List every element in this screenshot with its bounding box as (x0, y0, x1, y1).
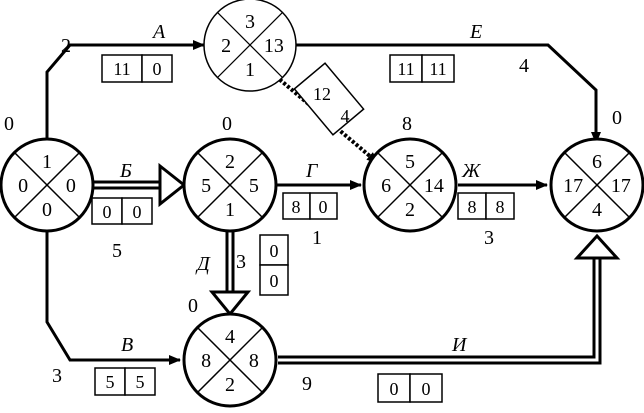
activity-duration-i: 9 (302, 373, 312, 395)
event-right-value: 0 (66, 175, 76, 197)
box-zh: 8 8 (457, 192, 515, 220)
edge-a (45, 40, 205, 142)
event-bottom-value: 2 (405, 199, 415, 221)
event-node-3: 3 12 13 (203, 0, 297, 92)
event-node-5: 5 26 14 8 (362, 113, 458, 233)
box-e-total: 11 (429, 59, 446, 79)
box-g-free: 8 (292, 197, 301, 217)
event-divider (196, 151, 264, 219)
event-top-value: 5 (405, 151, 415, 173)
edge-d-head (208, 290, 252, 317)
event-left-value: 8 (201, 350, 211, 372)
box-g: 8 0 (282, 192, 338, 220)
activity-label-g: Г (305, 160, 319, 182)
event-divider (217, 12, 283, 78)
event-bottom-value: 2 (225, 374, 235, 396)
box-v-free: 5 (106, 372, 115, 392)
event-reserve-value: 0 (188, 295, 198, 317)
event-divider (13, 151, 81, 219)
activity-duration-e: 4 (519, 55, 529, 77)
activity-duration-d: 3 (236, 251, 246, 273)
box-d-free: 0 (270, 241, 279, 261)
activity-duration-v: 3 (52, 365, 62, 387)
edge-e (296, 43, 601, 144)
box-i: 0 0 (377, 373, 443, 403)
event-node-6: 6 4 17 17 0 (549, 107, 644, 233)
box-d-total: 0 (270, 271, 279, 291)
box-dummy-total: 4 (341, 106, 350, 126)
box-a-free: 11 (113, 59, 130, 79)
edge-i-head (573, 233, 621, 260)
event-bottom-value: 1 (225, 199, 235, 221)
event-right-value: 17 (611, 175, 631, 197)
activity-label-e: Е (469, 21, 482, 43)
event-node-4: 4 28 8 0 (182, 295, 278, 408)
box-b-total: 0 (133, 202, 142, 222)
edge-v (45, 231, 181, 365)
box-i-total: 0 (422, 379, 431, 399)
event-top-value: 1 (42, 151, 52, 173)
edge-dummy (270, 71, 380, 165)
event-right-value: 14 (424, 175, 444, 197)
event-divider (196, 326, 264, 394)
event-top-value: 2 (225, 151, 235, 173)
box-i-free: 0 (390, 379, 399, 399)
box-g-total: 0 (319, 197, 328, 217)
box-v-total: 5 (136, 372, 145, 392)
event-reserve-value: 0 (222, 113, 232, 135)
box-b: 0 0 (91, 197, 153, 225)
event-bottom-value: 1 (245, 59, 255, 81)
event-divider (376, 151, 444, 219)
event-top-value: 6 (592, 151, 602, 173)
activity-label-i: И (451, 334, 468, 356)
event-left-value: 0 (18, 175, 28, 197)
edge-i-outer (278, 258, 602, 365)
activity-label-a: А (151, 21, 166, 43)
box-dummy-free: 12 (313, 84, 331, 104)
edge-b-head (158, 162, 187, 208)
activity-duration-b: 5 (112, 240, 122, 262)
box-b-free: 0 (103, 202, 112, 222)
box-a-total: 0 (153, 59, 162, 79)
activity-duration-zh: 3 (484, 227, 494, 249)
event-right-value: 8 (249, 350, 259, 372)
activity-label-b: Б (119, 160, 132, 182)
event-reserve-value: 8 (402, 113, 412, 135)
event-right-value: 13 (264, 35, 284, 57)
box-d: 0 0 (259, 234, 289, 296)
event-reserve-value: 0 (612, 107, 622, 129)
event-left-value: 5 (201, 175, 211, 197)
box-dummy: 12 4 (293, 62, 365, 136)
box-a: 11 0 (101, 54, 173, 83)
event-bottom-value: 4 (592, 199, 602, 221)
box-v: 5 5 (94, 367, 156, 396)
event-reserve-value: 0 (4, 113, 14, 135)
edge-i-inner (278, 258, 599, 362)
event-bottom-value: 0 (42, 199, 52, 221)
event-left-value: 17 (563, 175, 583, 197)
activity-label-zh: Ж (461, 160, 482, 182)
event-top-value: 4 (225, 326, 235, 348)
activity-duration-a: 2 (61, 35, 71, 57)
box-e-free: 11 (397, 59, 414, 79)
activity-duration-g: 1 (312, 227, 322, 249)
activity-label-v: В (121, 334, 133, 356)
event-right-value: 5 (249, 175, 259, 197)
event-divider (563, 151, 631, 219)
box-zh-free: 8 (468, 197, 477, 217)
event-node-2: 2 15 5 0 (182, 113, 278, 233)
event-left-value: 2 (221, 35, 231, 57)
box-zh-total: 8 (496, 197, 505, 217)
event-top-value: 3 (245, 11, 255, 33)
activity-label-d: Д (195, 253, 211, 275)
event-left-value: 6 (381, 175, 391, 197)
box-e: 11 11 (389, 54, 455, 83)
